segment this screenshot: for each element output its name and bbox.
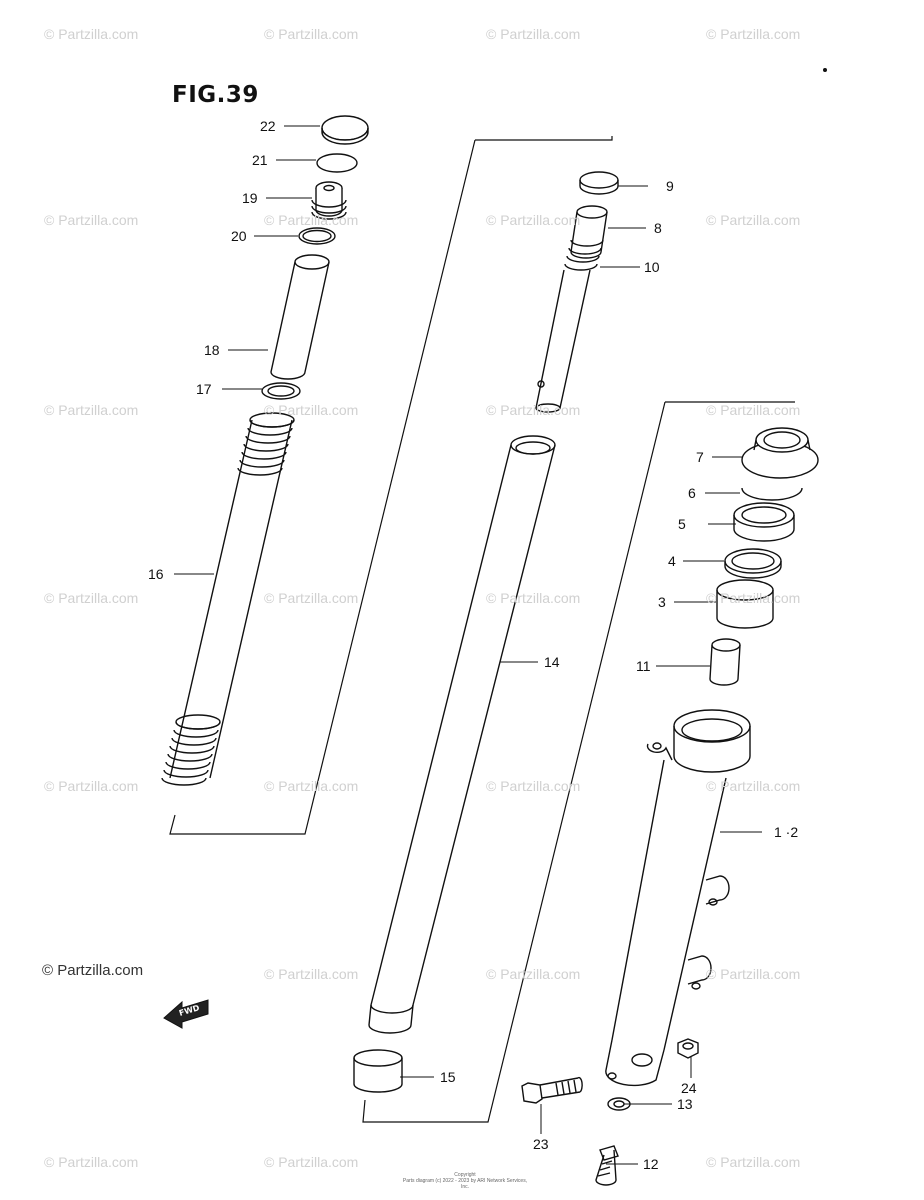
figure-title: FIG.39 [172, 82, 259, 108]
cap-icon [321, 115, 369, 145]
watermark: © Partzilla.com [44, 212, 139, 228]
cap-bolt-icon [311, 181, 347, 220]
callout-7: 7 [696, 449, 704, 465]
inner-tube-icon [368, 435, 556, 1034]
callout-22: 22 [260, 118, 276, 134]
callout-10: 10 [644, 259, 660, 275]
leader-lines [174, 125, 762, 1165]
copyright-line-2: Parts diagram (c) 2022 - 2023 by ARI Net… [402, 1178, 528, 1190]
callout-16: 16 [148, 566, 164, 582]
callout-4: 4 [668, 553, 676, 569]
bracket-line-left-diag [169, 139, 476, 835]
watermark: © Partzilla.com [486, 212, 581, 228]
callout-14: 14 [544, 654, 560, 670]
callout-5: 5 [678, 516, 686, 532]
watermark: © Partzilla.com [44, 402, 139, 418]
watermark: © Partzilla.com [264, 212, 359, 228]
bushing-icon [353, 1049, 403, 1093]
watermark: © Partzilla.com [264, 1154, 359, 1170]
watermark: © Partzilla.com [486, 966, 581, 982]
bracket-line-mid-diag [362, 401, 666, 1123]
watermark: © Partzilla.com [706, 778, 801, 794]
watermark: © Partzilla.com [44, 590, 139, 606]
watermark: © Partzilla.com [706, 26, 801, 42]
guide-bushing-icon [716, 579, 774, 629]
watermark: © Partzilla.com [706, 590, 801, 606]
callout-23: 23 [533, 1136, 549, 1152]
callout-8: 8 [654, 220, 662, 236]
spacer-tube-icon [270, 254, 330, 380]
watermark: © Partzilla.com [264, 778, 359, 794]
callout-11: 11 [636, 658, 651, 674]
watermark: © Partzilla.com [44, 778, 139, 794]
callout-13: 13 [677, 1096, 693, 1112]
watermark-main: © Partzilla.com [42, 962, 144, 979]
dust-seal-icon [741, 427, 819, 479]
oil-lock-piece-icon [709, 638, 741, 686]
callout-18: 18 [204, 342, 220, 358]
watermark: © Partzilla.com [486, 590, 581, 606]
callout-9: 9 [666, 178, 674, 194]
watermark: © Partzilla.com [264, 402, 359, 418]
callout-6: 6 [688, 485, 696, 501]
speck [823, 68, 827, 72]
copyright-note: Copyright Parts diagram (c) 2022 - 2023 … [400, 1172, 530, 1190]
watermark: © Partzilla.com [706, 402, 801, 418]
watermark: © Partzilla.com [706, 212, 801, 228]
bracket-line-left [475, 136, 613, 141]
callout-24: 24 [681, 1080, 697, 1096]
watermark: © Partzilla.com [706, 1154, 801, 1170]
callout-12: 12 [643, 1156, 659, 1172]
washer-icon [261, 382, 301, 400]
seal-washer-icon [724, 548, 782, 579]
seal-disk-icon [316, 153, 358, 173]
watermark: © Partzilla.com [706, 966, 801, 982]
callout-1-2: 1 ·2 [774, 824, 799, 840]
watermark: © Partzilla.com [44, 1154, 139, 1170]
callout-17: 17 [196, 381, 212, 397]
copyright-line-1: Copyright [454, 1172, 476, 1178]
callout-20: 20 [231, 228, 247, 244]
piston-ring-icon [579, 171, 619, 195]
watermark: © Partzilla.com [264, 590, 359, 606]
fwd-arrow-icon: FWD [163, 999, 209, 1029]
watermark: © Partzilla.com [486, 778, 581, 794]
callout-19: 19 [242, 190, 258, 206]
watermark: © Partzilla.com [264, 966, 359, 982]
outer-tube-icon [605, 709, 751, 1087]
callout-3: 3 [658, 594, 666, 610]
nut-icon [677, 1038, 699, 1059]
oil-seal-icon [733, 502, 795, 542]
watermark: © Partzilla.com [264, 26, 359, 42]
clip-icon [741, 487, 803, 501]
drain-bolt-icon [595, 1145, 619, 1186]
watermark: © Partzilla.com [486, 26, 581, 42]
axle-pinch-bolt-icon [521, 1076, 583, 1104]
damper-rod-icon [535, 205, 608, 413]
callout-21: 21 [252, 152, 268, 168]
o-ring-icon [298, 227, 336, 245]
callout-15: 15 [440, 1069, 456, 1085]
watermark: © Partzilla.com [486, 402, 581, 418]
watermark: © Partzilla.com [44, 26, 139, 42]
spring-icon [161, 412, 295, 786]
